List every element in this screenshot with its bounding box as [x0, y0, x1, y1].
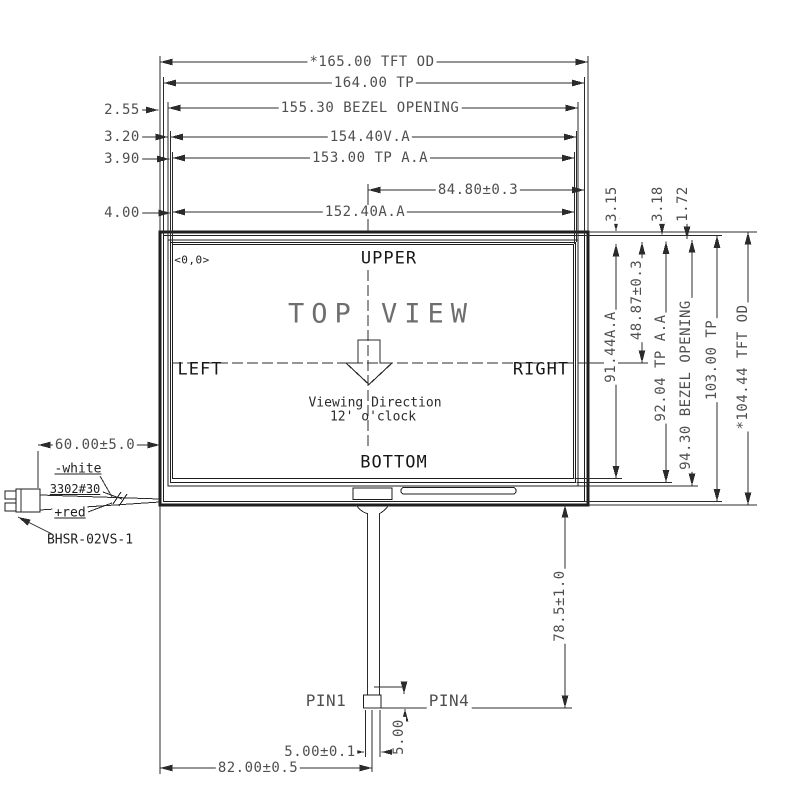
fpc-tail	[352, 487, 393, 709]
bottom-dimension-lines	[159, 505, 572, 774]
dim-cable-length: 60.00±5.0	[52, 437, 138, 453]
wire-break-mark	[112, 491, 122, 505]
bottom-label: BOTTOM	[360, 452, 428, 473]
dim-tail-position: 82.00±0.5	[215, 760, 301, 776]
upper-label: UPPER	[360, 248, 418, 269]
right-extension-lines	[574, 231, 757, 506]
connector-part-number: BHSR-02VS-1	[44, 532, 136, 548]
dim-tail-width: 5.00±0.1	[282, 744, 358, 760]
wire-break-mark	[118, 493, 128, 507]
wire-white-line	[39, 494, 161, 500]
left-label: LEFT	[177, 359, 223, 380]
wire-connector	[4, 475, 161, 535]
pin1-label: PIN1	[303, 691, 349, 710]
left-leader-arrows	[142, 106, 171, 217]
dim-tp-aa-height: 92.04 TP A.A	[653, 312, 669, 424]
dim-offset-2-55: 2.55	[102, 102, 142, 118]
viewing-clock-text: 12' o'clock	[329, 409, 417, 425]
origin-marker: <0,0>	[174, 253, 210, 267]
dim-aa-height: 91.44A.A	[603, 309, 619, 385]
dim-tft-od-width: *165.00 TFT OD	[307, 54, 437, 70]
dim-bezel-height: 94.30 BEZEL OPENING	[678, 298, 694, 472]
dim-half-height: 48.87±0.3	[629, 257, 645, 343]
dim-offset-3-18: 3.18	[650, 184, 666, 224]
tail-pin-block	[363, 694, 382, 709]
dim-aa-width: 152.40A.A	[322, 204, 408, 220]
dim-va-width: 154.40V.A	[327, 129, 413, 145]
wire-red-label: +red	[52, 505, 88, 521]
view-title: TOP VIEW	[287, 298, 475, 330]
dim-tail-length: 78.5±1.0	[552, 568, 568, 644]
wire-gauge-label: 3302#30	[47, 482, 103, 496]
wire-white-label: -white	[52, 461, 104, 477]
dim-offset-3-20: 3.20	[102, 129, 142, 145]
dim-tft-od-height: *104.44 TFT OD	[735, 302, 751, 432]
bottom-slot	[400, 487, 517, 495]
viewing-direction-text: Viewing Direction	[308, 395, 442, 411]
dim-half-width: 84.80±0.3	[435, 182, 521, 198]
pin4-label: PIN4	[426, 691, 472, 710]
connector-leader	[17, 516, 53, 535]
display-module-outline	[158, 230, 590, 507]
dim-tp-aa-width: 153.00 TP A.A	[309, 150, 431, 166]
dim-offset-3-90: 3.90	[102, 151, 142, 167]
dim-offset-1-72: 1.72	[675, 184, 691, 224]
viewing-direction-arrow	[344, 339, 394, 386]
right-label: RIGHT	[512, 359, 570, 380]
dim-offset-4-00: 4.00	[102, 205, 142, 221]
dim-tp-height: 103.00 TP	[704, 317, 720, 403]
dim-offset-3-15: 3.15	[604, 184, 620, 224]
dim-bezel-width: 155.30 BEZEL OPENING	[278, 100, 462, 116]
dim-pin-length: 5.00	[391, 717, 407, 757]
dim-tp-width: 164.00 TP	[331, 75, 417, 91]
